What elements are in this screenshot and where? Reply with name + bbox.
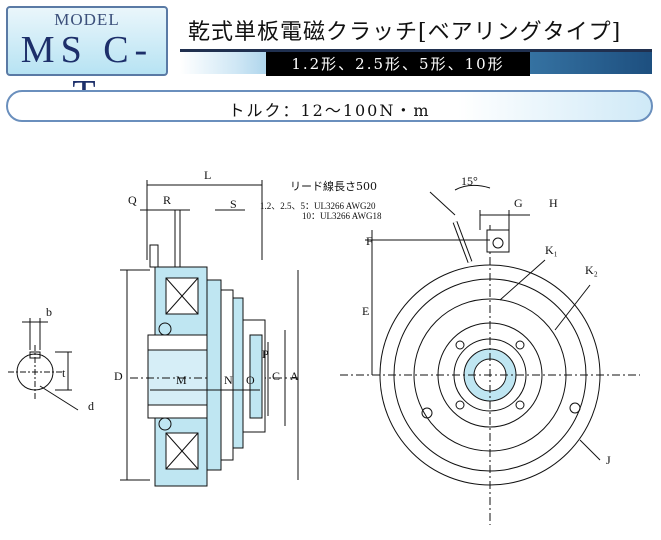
dim-K1: K₁ [545, 243, 558, 257]
dim-E: E [362, 304, 369, 318]
page-title: 乾式単板電磁クラッチ[ベアリングタイプ] [188, 20, 622, 45]
torque-text: トルク：12～100N・m [228, 101, 431, 120]
dim-D: D [114, 369, 123, 383]
model-badge: MODEL MS C-T [6, 6, 168, 115]
lead-note: リード線長さ500 [290, 179, 377, 193]
dim-t: t [62, 366, 66, 380]
torque-banner: トルク：12～100N・m [6, 90, 653, 122]
lead-spec-1: 1.2、2.5、5：UL3266 AWG20 [260, 201, 376, 211]
dim-Q: Q [128, 193, 137, 207]
clutch-front-view [340, 184, 640, 525]
dim-F: F [366, 234, 373, 248]
title-underline [180, 49, 652, 52]
dim-P: P [262, 347, 269, 361]
dim-A: A [290, 369, 299, 383]
dim-d: d [88, 399, 94, 413]
dim-S: S [230, 197, 237, 211]
dim-K2: K₂ [585, 263, 598, 277]
dim-N: N [224, 373, 233, 387]
clutch-side-section [120, 180, 300, 487]
shaft-end-view [8, 318, 79, 411]
lead-spec-2: 10：UL3266 AWG18 [302, 211, 382, 221]
dim-G: G [514, 196, 523, 210]
dim-C: C [272, 369, 280, 383]
dim-H: H [549, 196, 558, 210]
angle-15-deg: 15° [461, 174, 478, 188]
technical-drawing: b t d [8, 168, 640, 525]
sizes-banner: 1.2形、2.5形、5形、10形 [266, 52, 530, 76]
dim-O: O [246, 373, 255, 387]
model-label: MODEL [54, 10, 120, 29]
dim-b: b [46, 305, 52, 319]
dim-R: R [163, 193, 171, 207]
dim-J: J [606, 453, 611, 467]
dim-M: M [176, 373, 187, 387]
dim-L: L [204, 168, 211, 182]
